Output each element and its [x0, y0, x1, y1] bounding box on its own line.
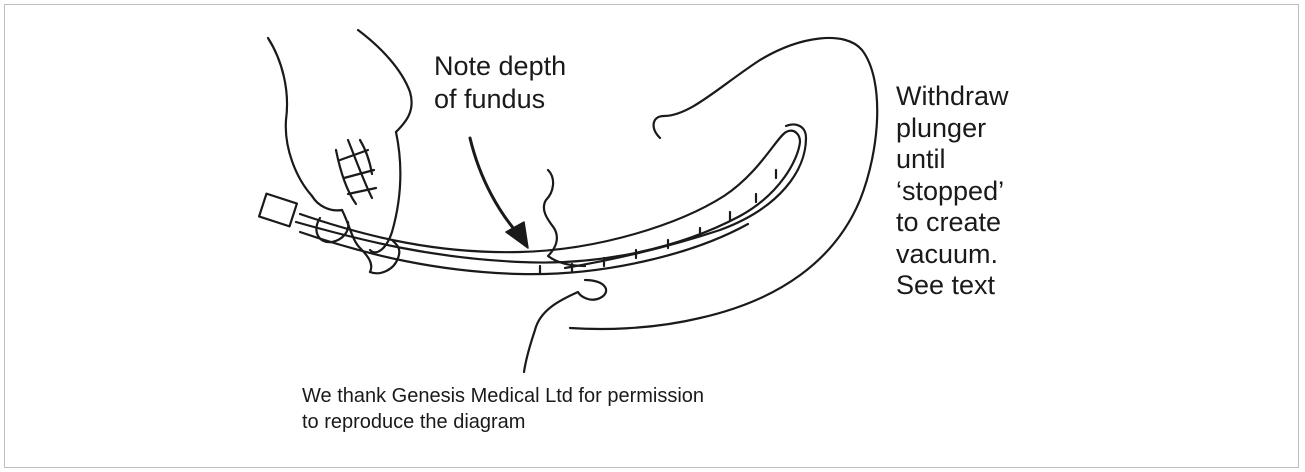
withdraw-plunger-annotation: Withdraw plunger until ‘stopped’ to crea…	[896, 81, 1009, 302]
uterus-outline-icon	[524, 38, 877, 372]
credit-caption: We thank Genesis Medical Ltd for permiss…	[302, 383, 704, 435]
note-depth-annotation: Note depth of fundus	[434, 50, 566, 116]
hand-icon	[268, 30, 412, 273]
arrow-icon	[470, 138, 528, 248]
syringe-cannula-icon	[259, 131, 800, 274]
